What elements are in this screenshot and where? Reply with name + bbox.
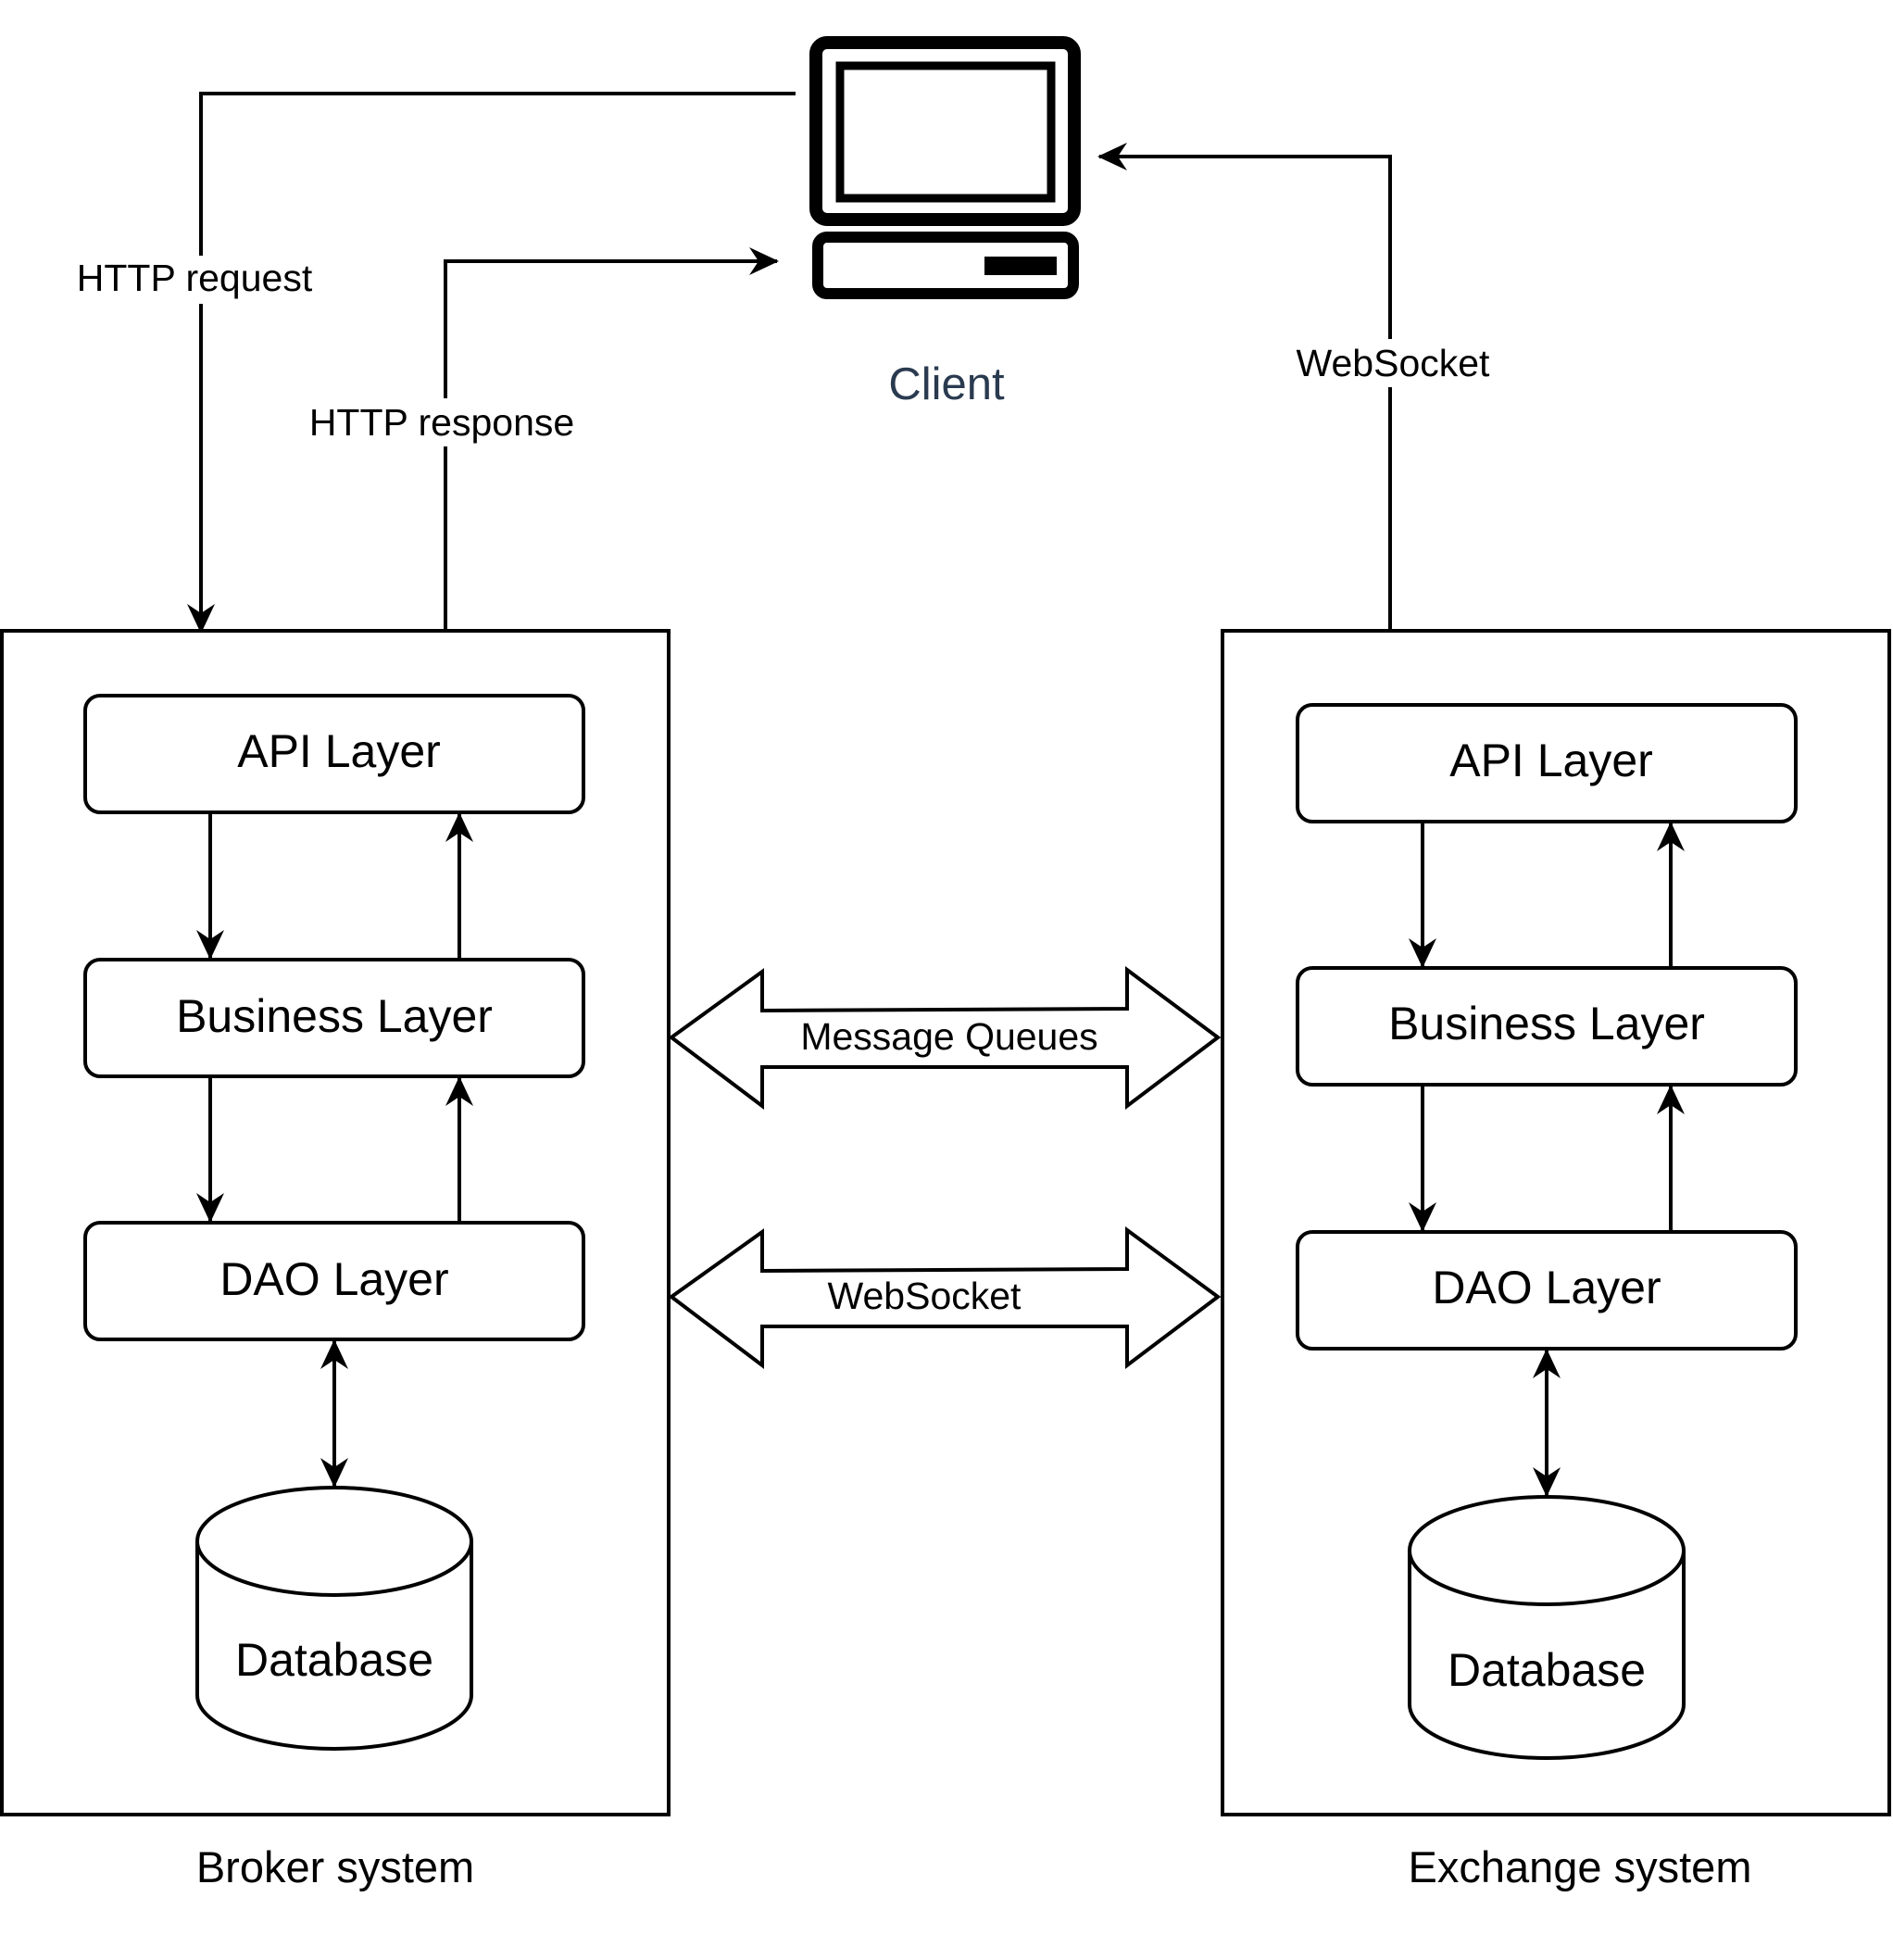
- http-request-edge: [187, 92, 796, 634]
- exchange-database-cylinder: [1408, 1495, 1686, 1760]
- http-response-label-bg: [298, 398, 593, 446]
- computer-monitor-icon: [809, 36, 1081, 299]
- broker-database-label: Database: [235, 1634, 433, 1686]
- broker-api-layer: [83, 694, 585, 814]
- exchange-api-layer: [1296, 703, 1798, 823]
- client-websocket-label: WebSocket: [1297, 342, 1491, 384]
- broker-api-layer-label: API Layer: [237, 725, 441, 777]
- exchange-api-layer-label: API Layer: [1449, 735, 1653, 786]
- http-response-edge: [444, 247, 779, 631]
- system-websocket-label: WebSocket: [828, 1275, 1022, 1317]
- message-queues-label: Message Queues: [800, 1015, 1097, 1058]
- exchange-business-layer-label: Business Layer: [1388, 998, 1705, 1049]
- broker-dao-layer-label: DAO Layer: [219, 1253, 448, 1305]
- exchange-dao-layer-label: DAO Layer: [1432, 1262, 1661, 1313]
- exchange-business-layer: [1296, 966, 1798, 1087]
- exchange-system-label: Exchange system: [1409, 1842, 1752, 1891]
- broker-business-layer: [83, 958, 585, 1078]
- broker-database-cylinder: [195, 1486, 473, 1751]
- broker-system-label: Broker system: [196, 1842, 474, 1891]
- broker-business-layer-label: Business Layer: [176, 990, 493, 1042]
- client-websocket-edge: [1097, 143, 1392, 631]
- http-request-label-bg: [67, 256, 322, 304]
- client-label: Client: [888, 359, 1005, 409]
- http-request-label: HTTP request: [77, 257, 313, 299]
- system-websocket-double-arrow: [668, 1226, 1222, 1370]
- client-websocket-label-bg: [1287, 339, 1500, 387]
- exchange-database-label: Database: [1448, 1644, 1646, 1696]
- http-response-label: HTTP response: [309, 401, 574, 444]
- message-queues-double-arrow: [668, 966, 1222, 1111]
